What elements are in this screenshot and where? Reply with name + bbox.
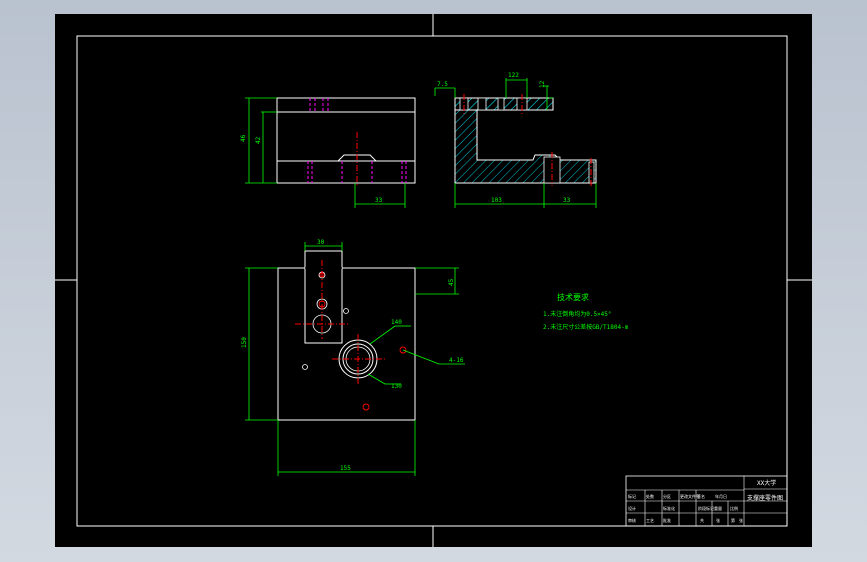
- technical-notes: 技术要求 1.未注倒角均为0.5×45° 2.未注尺寸公差按GB/T1804-m: [543, 292, 629, 331]
- dim-side-top-height: 12: [539, 80, 546, 88]
- title-row-label-0: 标记: [628, 493, 636, 499]
- title-sign-label-1: 标准化: [663, 505, 675, 511]
- front-view-outline: [276, 97, 416, 184]
- front-view: 46 42 33: [240, 97, 416, 208]
- front-hidden-lines: [307, 98, 407, 183]
- dim-side-left-offset: 7.5: [437, 81, 448, 88]
- title-row-label-2: 分区: [663, 493, 671, 499]
- inner-frame: [76, 35, 788, 527]
- drawing-canvas[interactable]: 46 42 33: [55, 14, 812, 547]
- dim-top-holes: 4-16: [449, 357, 464, 364]
- title-drawing-name: 支撑座零件图: [747, 494, 783, 502]
- title-sheet-label-2: 第: [731, 517, 735, 523]
- top-view-slot: [304, 250, 343, 344]
- dim-side-bottom-left: 103: [491, 197, 502, 204]
- notes-line-1: 1.未注倒角均为0.5×45°: [543, 310, 612, 318]
- title-sign-label-0: 设计: [628, 505, 636, 511]
- title-sheet-label-0: 共: [700, 517, 704, 523]
- section-profile: [454, 97, 597, 184]
- top-dimensions: [245, 242, 465, 476]
- notes-title: 技术要求: [557, 292, 589, 302]
- title-block: XX大学 支撑座零件图 标记 处数 分区 更改文件号 签名 年月日 设计 标准化…: [625, 475, 788, 527]
- dim-front-height-total: 46: [240, 134, 247, 142]
- title-row-label-1: 处数: [646, 493, 654, 499]
- drawing-sheet: 46 42 33: [55, 14, 812, 547]
- dim-front-width-bottom: 33: [375, 197, 383, 204]
- dim-top-diam-inner: 130: [391, 383, 402, 390]
- title-row-label-4: 签名: [697, 493, 705, 499]
- title-row-label-5: 年月日: [715, 493, 727, 499]
- title-sheet-label-1: 张: [716, 517, 720, 523]
- side-dimensions: [434, 78, 597, 208]
- title-sign-label-4: 批准: [663, 517, 671, 523]
- title-stage-label-0: 阶段标记: [698, 505, 714, 511]
- dim-top-overall-width: 155: [340, 465, 351, 472]
- side-section-view: 7.5 122 12 103 33: [434, 72, 597, 208]
- top-view-outline: [277, 267, 416, 421]
- title-school: XX大学: [757, 479, 776, 487]
- notes-line-2: 2.未注尺寸公差按GB/T1804-m: [543, 323, 629, 331]
- dim-front-height-inner: 42: [255, 136, 262, 144]
- title-stage-label-2: 比例: [730, 505, 738, 511]
- front-dimensions: [245, 97, 406, 208]
- dim-top-slot-width: 30: [317, 239, 325, 246]
- dim-top-right-offset: 45: [448, 278, 455, 286]
- dim-top-overall-height: 150: [241, 337, 248, 348]
- dim-side-bottom-right: 33: [563, 197, 571, 204]
- title-sign-label-3: 工艺: [646, 518, 654, 523]
- title-stage-label-1: 重量: [714, 505, 722, 511]
- top-view: 30 155 150 45 140 130 4-16: [241, 239, 465, 476]
- dim-side-top-width: 122: [508, 72, 519, 79]
- title-sheet-label-3: 张: [739, 517, 743, 523]
- frame-center-marks: [55, 14, 812, 547]
- title-sign-label-2: 审核: [628, 517, 636, 523]
- title-row-label-3: 更改文件号: [680, 493, 700, 499]
- dim-top-diam-outer: 140: [391, 319, 402, 326]
